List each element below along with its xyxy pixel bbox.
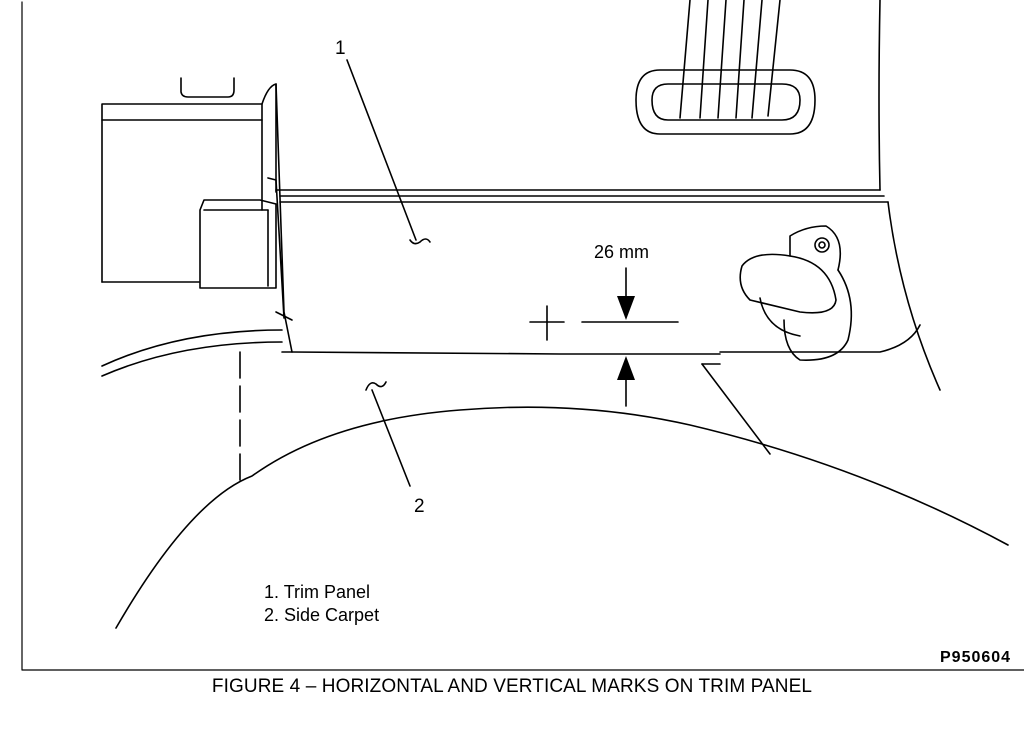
dimension-arrow-up	[617, 356, 635, 380]
figure-frame	[21, 1, 1024, 671]
edge-strip	[261, 83, 293, 353]
horizontal-mark-cross	[529, 305, 565, 341]
leader-squiggle-1	[409, 238, 431, 245]
trim-panel-outline	[275, 0, 941, 391]
cable	[101, 329, 283, 377]
leader-line-1	[346, 59, 417, 241]
latch-bracket	[180, 77, 235, 98]
pillar-block	[101, 103, 263, 283]
figure-code: P950604	[940, 649, 1011, 666]
callout-1: 1	[335, 38, 346, 59]
dimension-label: 26 mm	[594, 242, 649, 262]
legend-item-1: 1. Trim Panel	[264, 582, 370, 602]
leader-line-2	[371, 389, 411, 487]
dimension-arrow-down	[617, 296, 635, 320]
legend-item-2: 2. Side Carpet	[264, 605, 379, 625]
seatbelt-slot	[635, 0, 816, 135]
callout-2: 2	[414, 496, 425, 517]
leader-squiggle-2	[365, 381, 387, 391]
hook-handle	[739, 225, 853, 361]
side-carpet-outline	[115, 363, 1009, 629]
connector-box	[199, 199, 277, 289]
figure-caption: FIGURE 4 – HORIZONTAL AND VERTICAL MARKS…	[211, 676, 813, 697]
